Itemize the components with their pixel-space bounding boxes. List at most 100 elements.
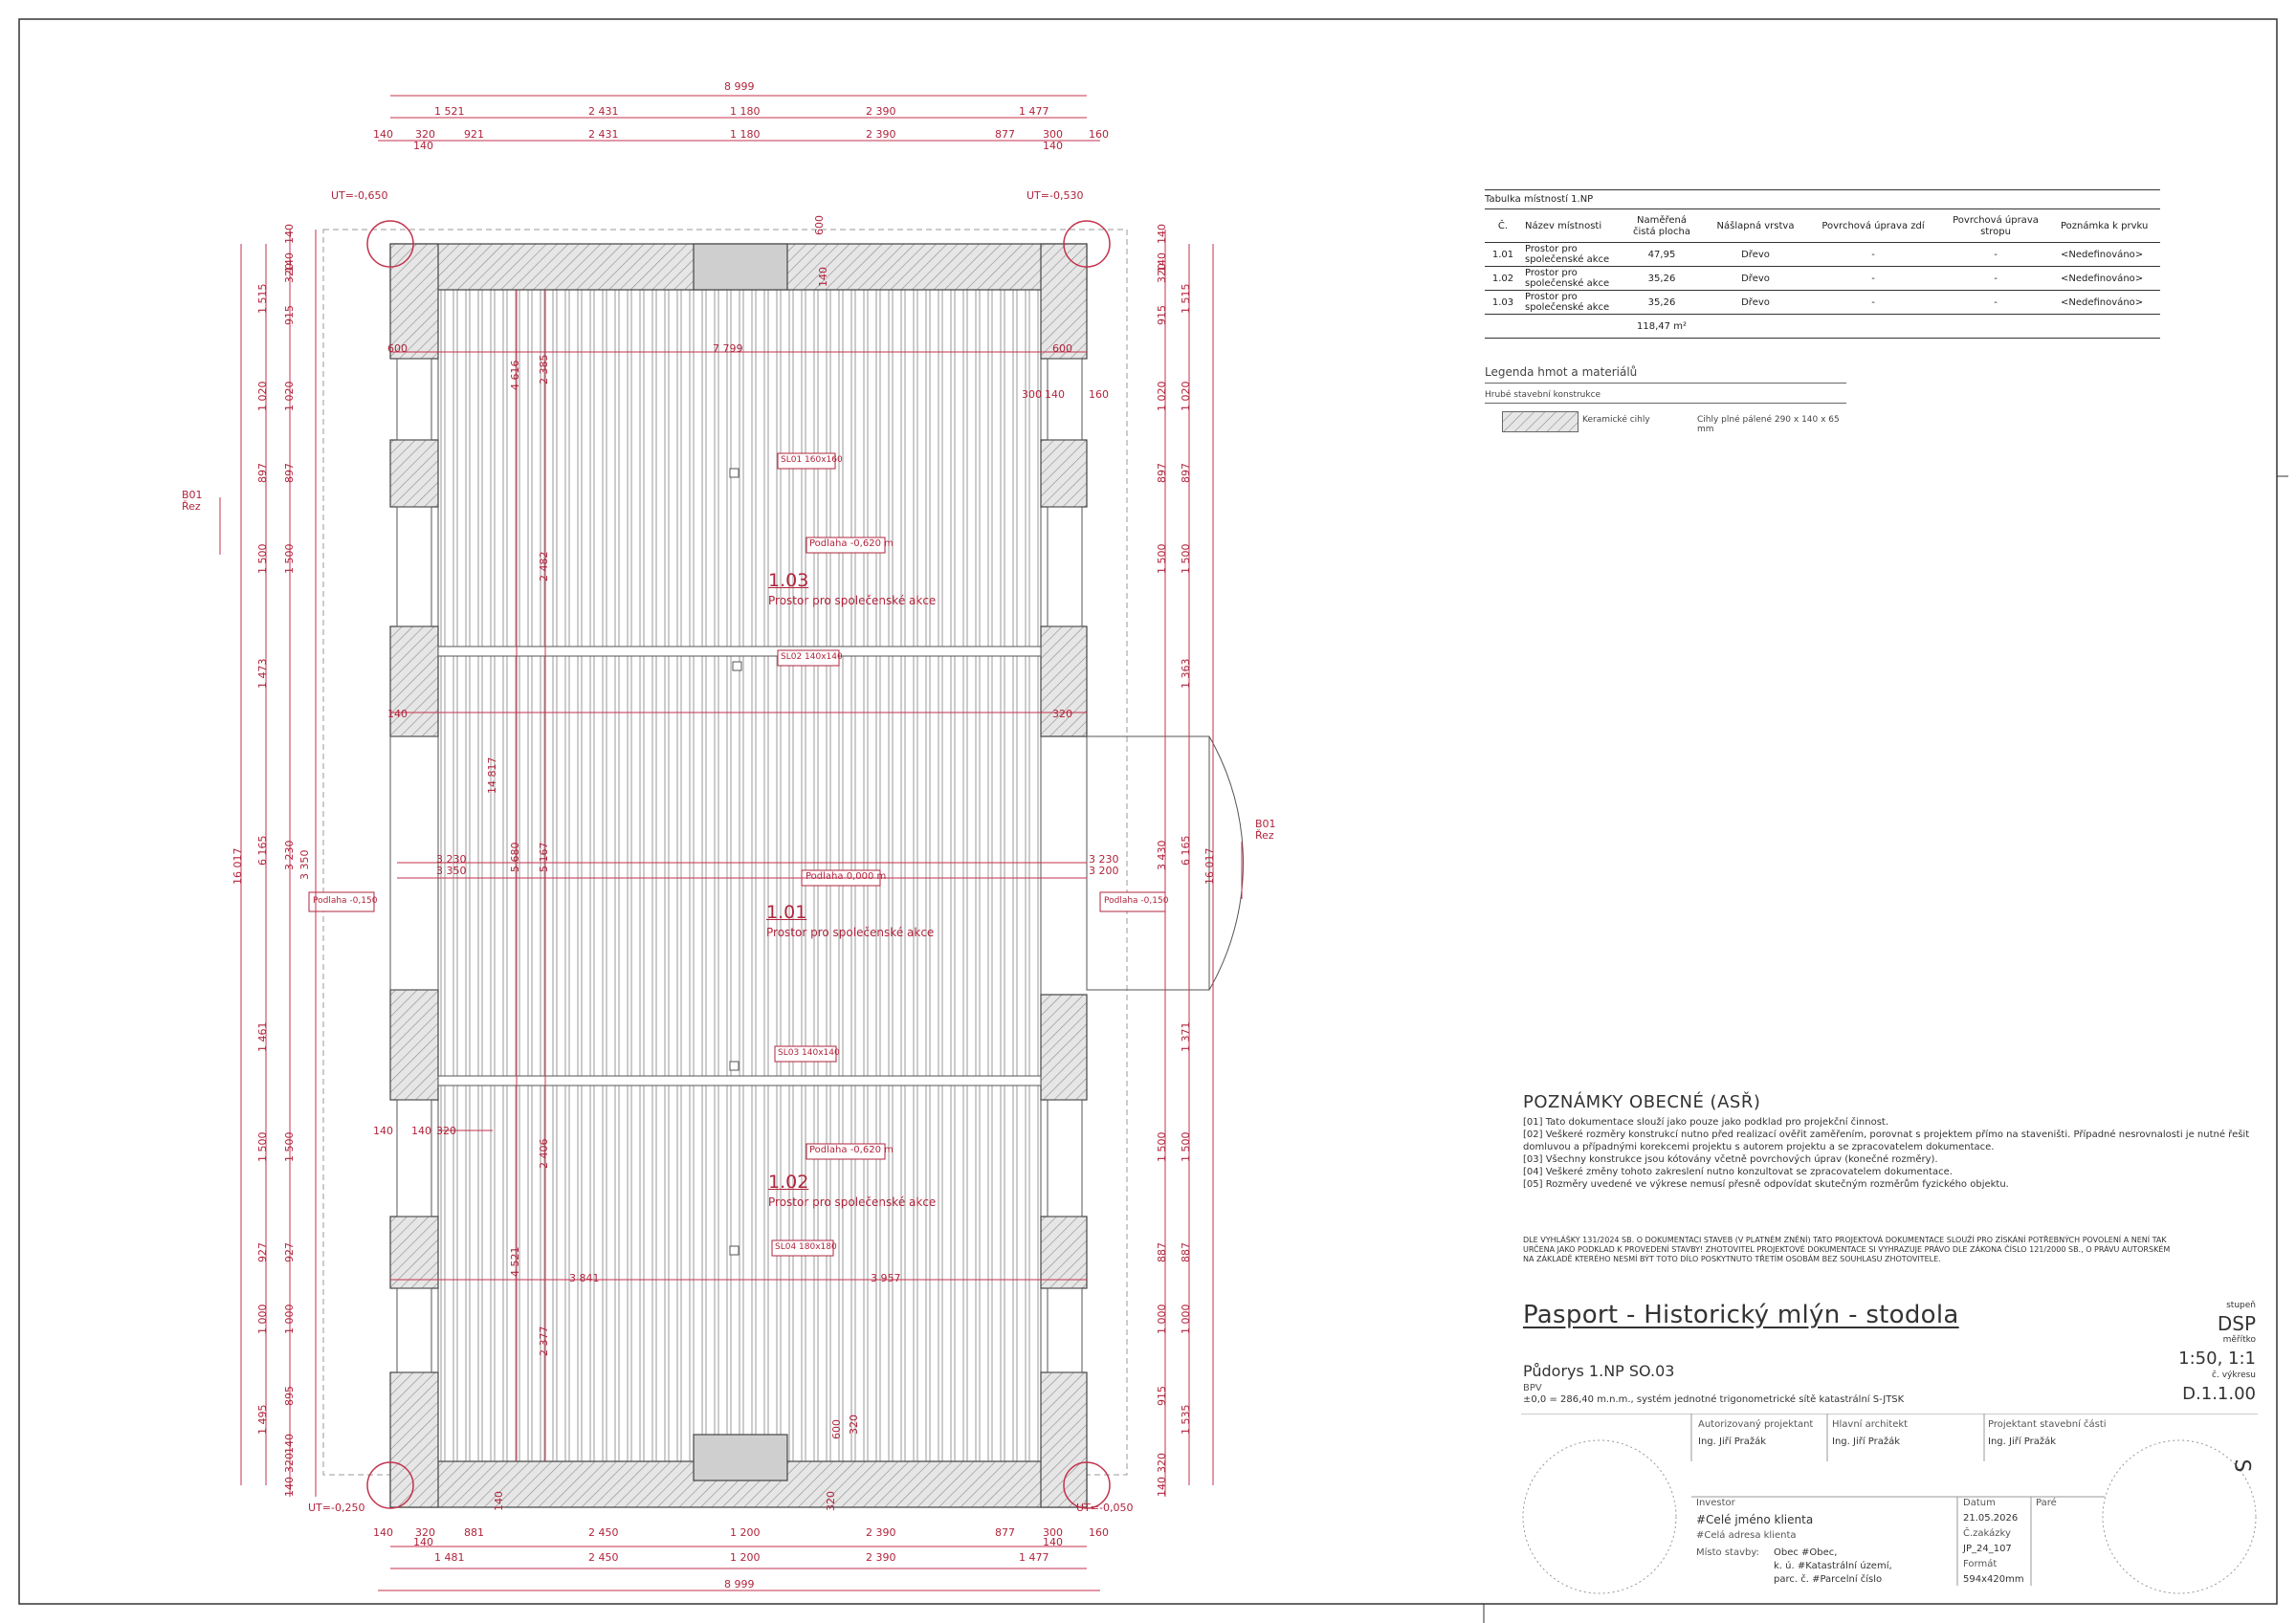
- dimension-label: 320: [848, 1415, 860, 1435]
- dimension-label: 1 000: [1156, 1304, 1168, 1335]
- table-cell: Prostor pro společenské akce: [1521, 290, 1624, 315]
- dimension-label: 897: [256, 463, 269, 483]
- dimension-label: 2 450: [588, 1526, 619, 1539]
- table-cell: -: [1934, 266, 2057, 291]
- title-block-frame: [1521, 1414, 2258, 1594]
- dimension-label: 1 481: [434, 1551, 465, 1564]
- datum-line: ±0,0 = 286,40 m.n.m., systém jednotné tr…: [1523, 1394, 1905, 1405]
- investor-value: #Celé jméno klienta: [1696, 1513, 1814, 1526]
- misto-line-3: parc. č. #Parcelní číslo: [1774, 1574, 1883, 1585]
- dimension-label: 915: [283, 305, 296, 325]
- room-name: Prostor pro společenské akce: [768, 1195, 937, 1209]
- table-cell: Dřevo: [1699, 290, 1812, 315]
- room-floor-level: Podlaha 0,000 m: [806, 871, 887, 882]
- dimension-label: 320: [1052, 708, 1072, 720]
- room-table: Tabulka místností 1.NP Č. Název místnost…: [1485, 189, 2160, 339]
- dimension-total: 16 017: [1203, 847, 1216, 886]
- table-cell: 1.01: [1485, 242, 1521, 267]
- note-item: [04] Veškeré změny tohoto zakreslení nut…: [1523, 1167, 1953, 1177]
- pare-label: Paré: [2036, 1498, 2057, 1508]
- table-cell: <Nedefinováno>: [2057, 290, 2160, 315]
- table-row: 1.01 Prostor pro společenské akce 47,95 …: [1485, 242, 2160, 267]
- room-floor-level: Podlaha -0,620 m: [809, 1145, 894, 1155]
- dimension-label: 2 390: [866, 105, 896, 118]
- level-se: UT=-0,050: [1076, 1502, 1134, 1514]
- dimension-label: 1 200: [730, 1526, 761, 1539]
- zakazka-label: Č.zakázky: [1963, 1528, 2011, 1539]
- stupen-value: DSP: [2217, 1312, 2256, 1335]
- dimension-label: 3 230: [283, 840, 296, 871]
- col-header: Povrchová úprava stropu: [1934, 211, 2057, 243]
- dimension-label: 2 406: [538, 1138, 550, 1170]
- dimension-label: 140: [413, 140, 433, 152]
- dimension-label: 1 500: [283, 1131, 296, 1163]
- format-value: 594x420mm: [1963, 1574, 2024, 1585]
- dimension-label: 1 473: [256, 658, 269, 690]
- dimension-label: 1 500: [1156, 543, 1168, 575]
- section-label-sub: Řez: [182, 500, 201, 513]
- dimension-label: 320: [1156, 1453, 1168, 1473]
- dimension-label: 1 521: [434, 105, 465, 118]
- legal-notice: Dle vyhlášky 131/2024 Sb. o dokumentaci …: [1523, 1236, 2171, 1263]
- dimension-label: 140: [493, 1491, 505, 1511]
- sheet-frame: [18, 18, 2278, 1605]
- table-cell: <Nedefinováno>: [2057, 242, 2160, 267]
- dimension-label: 140: [1043, 1536, 1063, 1548]
- misto-label: Místo stavby:: [1696, 1547, 1759, 1558]
- dimension-label: 140: [373, 128, 393, 141]
- dimension-label: 887: [1180, 1242, 1192, 1262]
- room-1-03: 1.03 Prostor pro společenské akce: [768, 570, 936, 607]
- table-cell: 47,95: [1624, 242, 1699, 267]
- dimension-label: 160: [1089, 388, 1109, 401]
- room-number: 1.01: [766, 902, 807, 923]
- dimension-label: 2 450: [588, 1551, 619, 1564]
- dimension-label: 3 350: [298, 849, 311, 881]
- dimension-label: 1 461: [256, 1021, 269, 1053]
- dimension-label: 320: [825, 1491, 837, 1511]
- section-marker-left: B01 Řez: [182, 490, 203, 513]
- room-number: 1.03: [768, 570, 809, 591]
- dimension-label: 1 180: [730, 128, 761, 141]
- table-total: 118,47 m²: [1624, 314, 1699, 339]
- dimension-label: 877: [995, 128, 1015, 141]
- dimension-label: 3 230: [436, 853, 467, 866]
- col-header: Název místnosti: [1521, 211, 1624, 243]
- cislo-label: č. výkresu: [2212, 1371, 2256, 1380]
- north-arrow-icon: S: [2229, 1459, 2254, 1473]
- dimension-label: 1 500: [1156, 1131, 1168, 1163]
- dimension-label: 140: [1156, 1477, 1168, 1497]
- dimension-label: 877: [995, 1526, 1015, 1539]
- dimension-label: 1 020: [1180, 381, 1192, 412]
- dimension-label: 887: [1156, 1242, 1168, 1262]
- dimension-label: 1 371: [1180, 1021, 1192, 1053]
- bpv-label: BPV: [1523, 1383, 1542, 1393]
- misto-line-2: k. ú. #Katastrální území,: [1774, 1561, 1892, 1571]
- dimension-label: 915: [1156, 1386, 1168, 1406]
- dimension-label: 320: [415, 128, 435, 141]
- side-floor-right: Podlaha -0,150: [1104, 896, 1169, 906]
- legend-material-desc: Cihly plné pálené 290 x 140 x 65 mm: [1697, 415, 1840, 434]
- dimension-label: 300: [1043, 1526, 1063, 1539]
- dimension-label: 140: [817, 267, 829, 287]
- table-cell: Dřevo: [1699, 266, 1812, 291]
- dimension-total: 16 017: [232, 847, 244, 886]
- floor-boards: [437, 289, 1042, 1462]
- dimension-label: 600: [1052, 342, 1072, 355]
- dimension-label: 300: [1022, 388, 1042, 401]
- dimension-label: 1 500: [256, 1131, 269, 1163]
- dimension-label: 1 500: [283, 543, 296, 575]
- projektant-value: Ing. Jiří Pražák: [1988, 1437, 2057, 1447]
- room-name: Prostor pro společenské akce: [766, 926, 935, 939]
- dimension-label: 2 431: [588, 128, 619, 141]
- legend-subtitle: Hrubé stavební konstrukce: [1485, 390, 1846, 404]
- dimension-label: 1 200: [730, 1551, 761, 1564]
- note-item: [03] Všechny konstrukce jsou kótovány vč…: [1523, 1154, 1938, 1165]
- dimension-label: 160: [1089, 1526, 1109, 1539]
- drawing-name: Půdorys 1.NP SO.03: [1523, 1362, 1675, 1380]
- table-row: 1.02 Prostor pro společenské akce 35,26 …: [1485, 266, 2160, 291]
- autor-value: Ing. Jiří Pražák: [1698, 1437, 1767, 1447]
- section-label: B01: [182, 489, 203, 501]
- section-label: B01: [1255, 818, 1276, 830]
- dimension-label: 6 165: [1180, 835, 1192, 866]
